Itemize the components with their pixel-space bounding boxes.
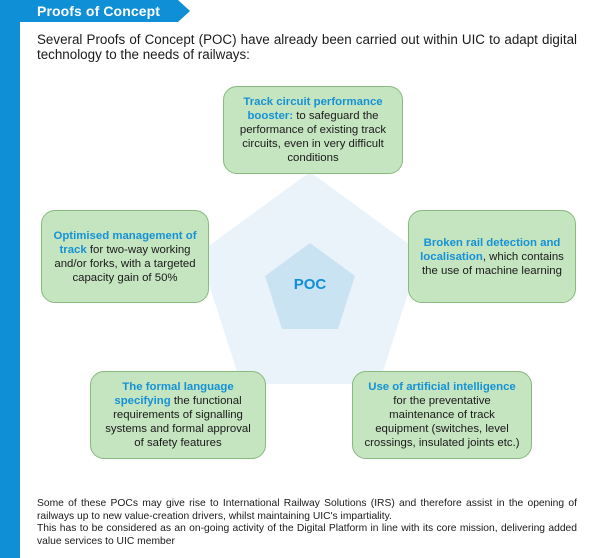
card-highlight: Optimised management of track <box>53 229 197 256</box>
section-header: Proofs of Concept <box>20 0 190 22</box>
card-formal-language: The formal language specifying the funct… <box>90 371 266 459</box>
footer-paragraph-1: Some of these POCs may give rise to Inte… <box>37 498 577 522</box>
footer-text: Some of these POCs may give rise to Inte… <box>37 498 577 548</box>
card-text: the functional requirements of signallin… <box>105 395 251 449</box>
footer-paragraph-2: This has to be considered as an on-going… <box>37 523 577 547</box>
card-highlight: Broken rail detection and localisation <box>420 236 561 263</box>
intro-paragraph: Several Proofs of Concept (POC) have alr… <box>37 32 577 62</box>
card-track-circuit: Track circuit performance booster: to sa… <box>223 86 403 174</box>
header-arrow-shape <box>20 0 190 22</box>
card-broken-rail: Broken rail detection and localisation, … <box>408 210 576 303</box>
card-text: for the preventative maintenance of trac… <box>364 395 520 449</box>
card-track-management: Optimised management of track for two-wa… <box>41 210 209 303</box>
card-text: , which contains the use of machine lear… <box>422 250 564 277</box>
card-highlight: Use of artificial intelligence <box>368 381 516 393</box>
poc-center-label: POC <box>293 276 327 293</box>
left-accent-bar <box>0 0 20 558</box>
card-highlight: The formal language specifying <box>114 381 234 407</box>
card-text: to safeguard the performance of existing… <box>239 110 387 164</box>
card-artificial-intelligence: Use of artificial intelligence for the p… <box>352 371 532 459</box>
section-title: Proofs of Concept <box>37 3 161 19</box>
card-text: for two-way working and/or forks, with a… <box>54 243 196 284</box>
inner-pentagon <box>265 243 355 329</box>
card-highlight: Track circuit performance booster: <box>243 96 383 122</box>
